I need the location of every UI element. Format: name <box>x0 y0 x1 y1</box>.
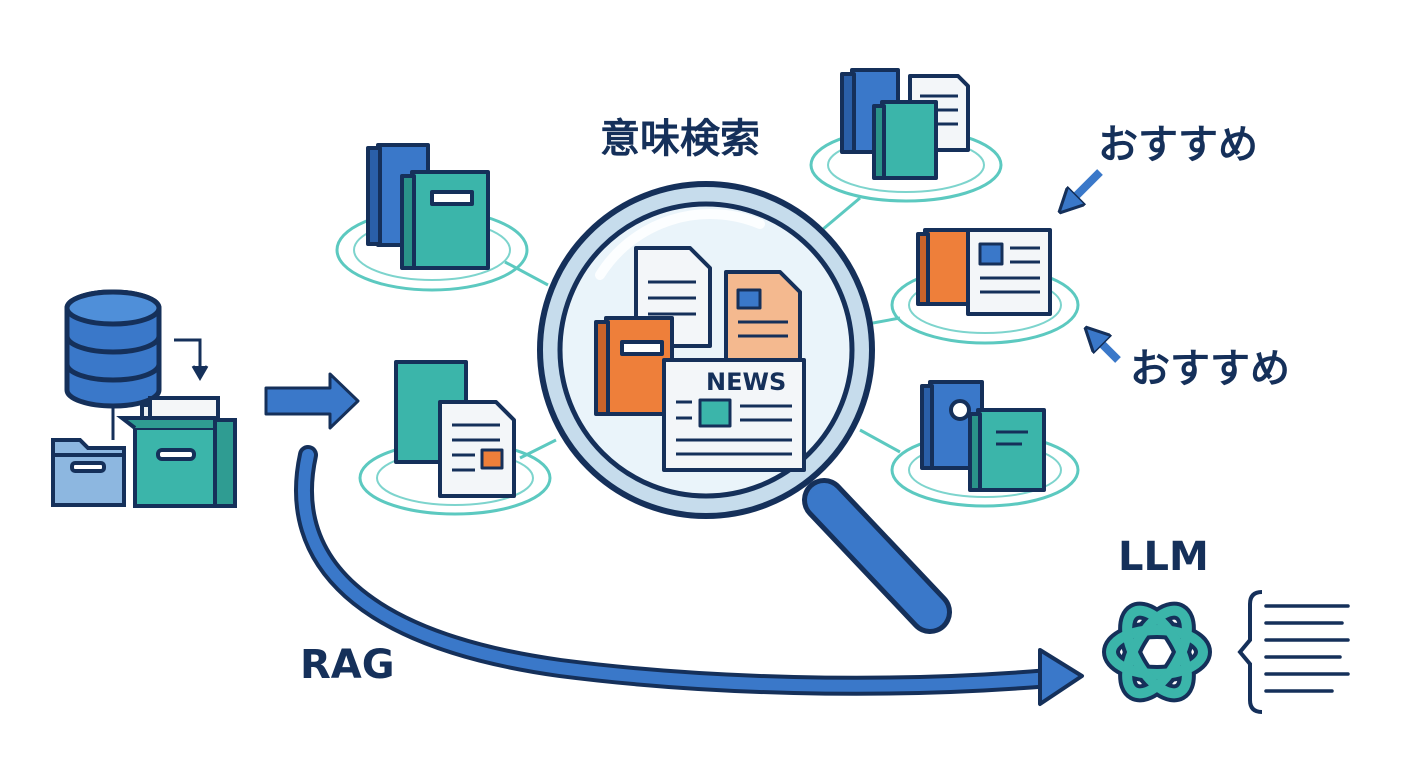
folder-icon <box>51 438 126 507</box>
semantic-search-label: 意味検索 <box>600 116 760 162</box>
arrow-right-icon <box>264 372 360 430</box>
file-box-icon <box>116 396 237 508</box>
recommend-label-2: おすすめ <box>1130 346 1290 392</box>
rag-label: RAG <box>300 642 395 688</box>
text-output-icon <box>1237 590 1350 714</box>
database-icon <box>64 289 162 409</box>
news-label: NEWS <box>706 368 786 396</box>
llm-label: LLM <box>1118 534 1209 580</box>
llm-logo-icon <box>1102 601 1212 703</box>
lens-contents: NEWS <box>594 246 806 472</box>
recommend-arrow-2 <box>1092 334 1121 363</box>
document-stack-icon <box>394 360 516 498</box>
book-stack-icon-right <box>920 380 1046 492</box>
newspaper-icon: NEWS <box>662 358 806 472</box>
recommend-label-1: おすすめ <box>1098 122 1258 168</box>
rag-arrow-head <box>1038 648 1084 706</box>
book-stack-icon-left <box>366 143 490 270</box>
recommend-arrow-1 <box>1066 169 1103 206</box>
lens-document-peach <box>724 270 802 364</box>
down-arrow-icon <box>174 338 209 381</box>
book-newspaper-icon <box>916 228 1052 316</box>
book-stack-icon-top <box>840 68 970 180</box>
lens-book-orange <box>594 316 674 416</box>
